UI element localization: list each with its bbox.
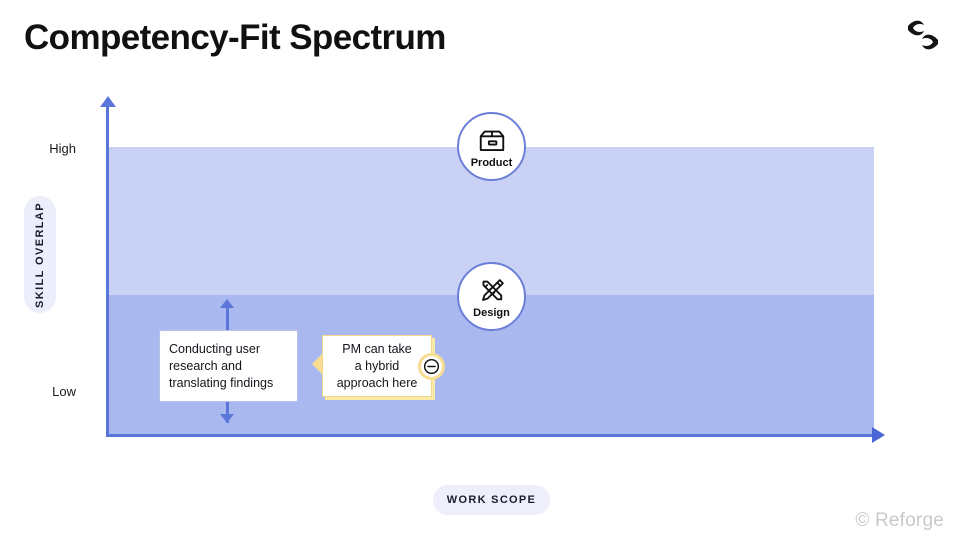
x-axis-title: WORK SCOPE bbox=[433, 485, 550, 515]
y-axis-title-label: SKILL OVERLAP bbox=[34, 201, 47, 308]
y-axis-tick-low: Low bbox=[52, 384, 76, 399]
research-note-line3: translating findings bbox=[169, 375, 274, 390]
y-axis-tick-high: High bbox=[49, 141, 76, 156]
research-note-line1: Conducting user bbox=[169, 341, 261, 356]
hybrid-approach-callout: PM can take a hybrid approach here bbox=[322, 335, 432, 397]
range-arrow-down-icon bbox=[220, 414, 234, 423]
node-design[interactable]: Design bbox=[457, 262, 526, 331]
range-arrow-up-icon bbox=[220, 299, 234, 308]
node-product[interactable]: Product bbox=[457, 112, 526, 181]
minus-circle-icon[interactable] bbox=[418, 353, 445, 380]
x-axis-line bbox=[107, 434, 879, 437]
research-note-line2: research and bbox=[169, 358, 242, 373]
box-icon bbox=[477, 126, 507, 156]
research-note-card: Conducting user research and translating… bbox=[159, 330, 298, 402]
arrow-up-icon bbox=[100, 96, 116, 107]
pencil-ruler-icon bbox=[477, 276, 507, 306]
hybrid-callout-line3: approach here bbox=[336, 375, 418, 390]
hybrid-callout-line2: a hybrid bbox=[354, 358, 400, 373]
footer-credit: © Reforge bbox=[855, 510, 944, 531]
y-axis-title: SKILL OVERLAP bbox=[24, 196, 56, 313]
hybrid-callout-line1: PM can take bbox=[342, 341, 412, 356]
reforge-logo-icon bbox=[904, 18, 942, 52]
arrow-right-icon bbox=[872, 427, 885, 443]
node-design-label: Design bbox=[473, 307, 510, 319]
callout-tail-icon bbox=[312, 353, 323, 375]
node-product-label: Product bbox=[470, 157, 513, 169]
y-axis-line bbox=[106, 104, 109, 437]
page-title: Competency-Fit Spectrum bbox=[24, 18, 446, 57]
